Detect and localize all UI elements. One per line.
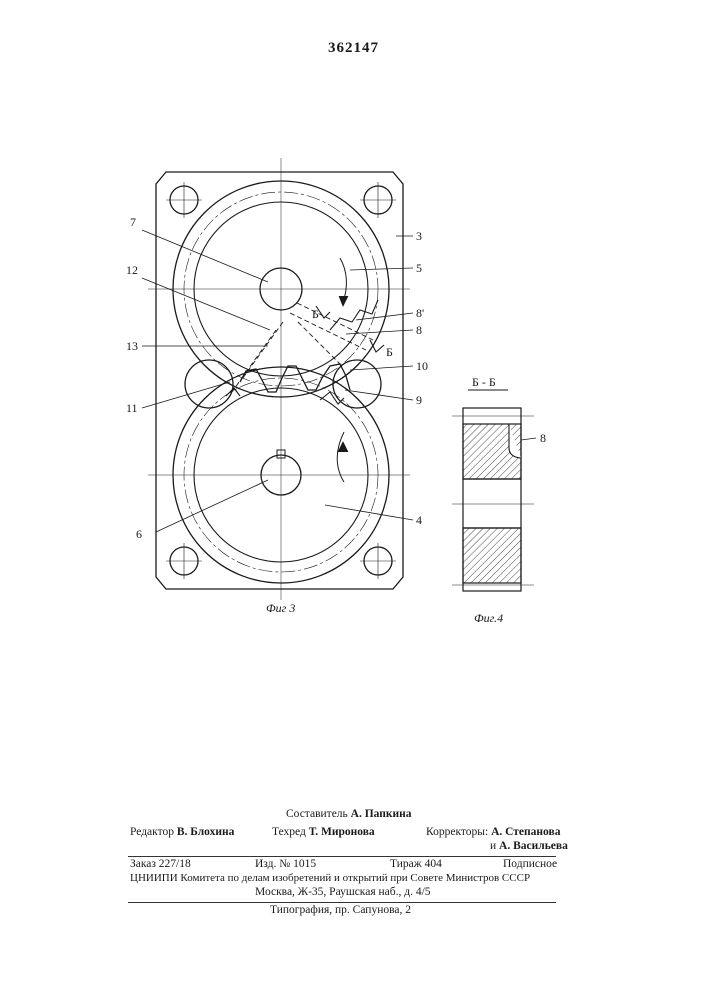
left-side-pocket — [185, 360, 233, 408]
label-10: 10 — [416, 359, 428, 373]
edition-number: Изд. № 1015 — [255, 858, 316, 870]
label-9: 9 — [416, 393, 422, 407]
label-7: 7 — [130, 215, 136, 229]
compiler-line: Составитель А. Папкина — [286, 808, 412, 820]
rotation-arrow-icon — [337, 432, 344, 482]
editor-name: В. Блохина — [177, 826, 235, 838]
corrector-1: А. Степанова — [491, 826, 560, 838]
editor-line: Редактор В. Блохина — [130, 826, 234, 838]
printer-line: Типография, пр. Сапунова, 2 — [270, 904, 411, 916]
fig4-section — [452, 390, 536, 591]
fig3-caption: Фиг 3 — [266, 601, 295, 615]
label-4: 4 — [416, 513, 422, 527]
fig4-label-8: 8 — [540, 431, 546, 445]
corrector-2-prefix: и — [490, 840, 496, 852]
fig3-drawing — [142, 158, 413, 600]
correctors-line: Корректоры: А. Степанова — [426, 826, 560, 838]
section-mark-b-lower: Б — [386, 345, 393, 359]
order-number: Заказ 227/18 — [130, 858, 191, 870]
label-8-prime: 8' — [416, 306, 424, 320]
label-13: 13 — [126, 339, 138, 353]
divider — [128, 856, 556, 857]
corrector-2-line: и А. Васильева — [490, 840, 568, 852]
label-8: 8 — [416, 323, 422, 337]
housing-plate — [156, 172, 403, 589]
hatched-section-lower — [463, 528, 521, 583]
divider — [128, 902, 556, 903]
subscription: Подписное — [503, 858, 557, 870]
leader-lines — [142, 230, 413, 532]
label-5: 5 — [416, 261, 422, 275]
section-mark-b-upper: Б — [312, 307, 319, 321]
compiler-label: Составитель — [286, 808, 348, 820]
center-lines — [148, 158, 410, 600]
label-3: 3 — [416, 229, 422, 243]
fig4-section-title: Б - Б — [472, 375, 496, 389]
circulation: Тираж 404 — [390, 858, 442, 870]
editor-label: Редактор — [130, 826, 174, 838]
techred-name: Т. Миронова — [309, 826, 375, 838]
techred-line: Техред Т. Миронова — [272, 826, 375, 838]
fig4-caption: Фиг.4 — [474, 611, 503, 625]
compiler-name: А. Папкина — [351, 808, 412, 820]
label-11: 11 — [126, 401, 138, 415]
correctors-label: Корректоры: — [426, 826, 488, 838]
institute-line: ЦНИИПИ Комитета по делам изобретений и о… — [130, 872, 530, 884]
address-line: Москва, Ж-35, Раушская наб., д. 4/5 — [255, 886, 431, 898]
label-6: 6 — [136, 527, 142, 541]
label-12: 12 — [126, 263, 138, 277]
techred-label: Техред — [272, 826, 306, 838]
corrector-2: А. Васильева — [499, 840, 568, 852]
rotation-arrow-icon — [340, 258, 346, 302]
